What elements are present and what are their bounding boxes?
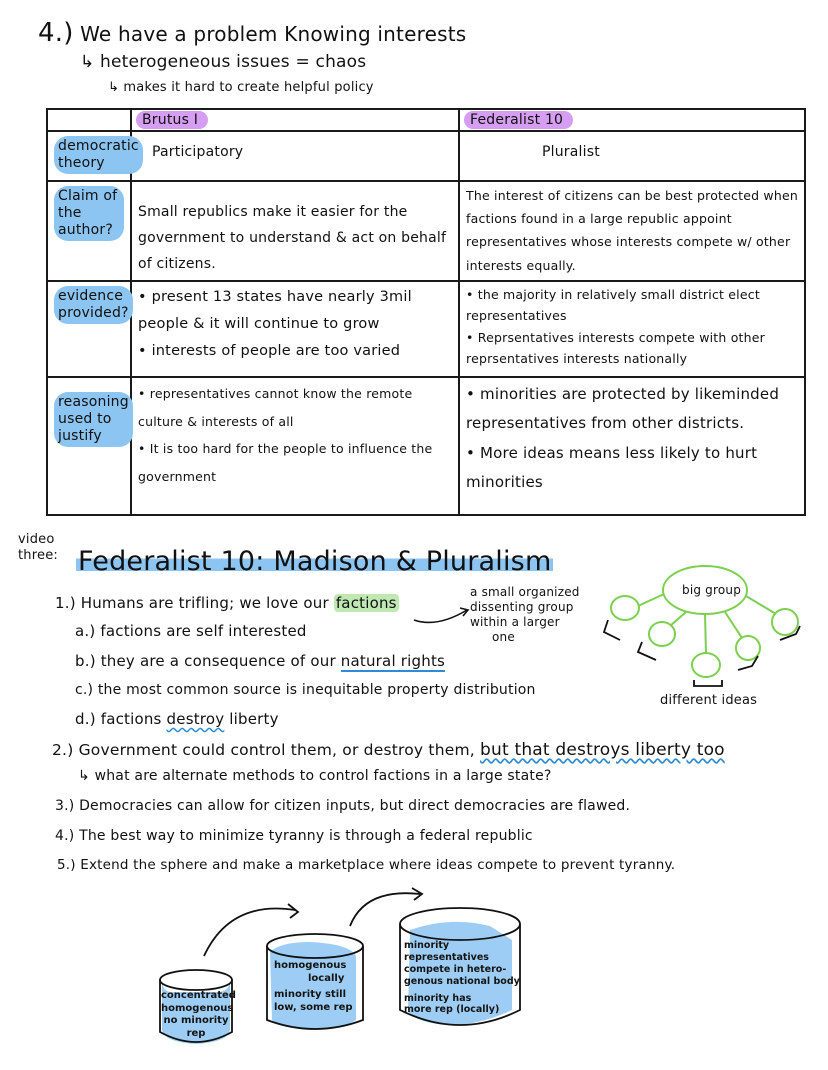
brutus-evidence-2: interests of people are too varied [138,338,452,365]
item-1c: c.) the most common source is inequitabl… [75,682,536,698]
item-1b: b.) they are a consequence of our natura… [75,652,446,672]
item-2: 2.) Government could control them, or de… [52,740,725,760]
cylinder-line: minority representatives [404,940,489,963]
cylinder-line: genous national body [404,975,520,987]
federalist-reasoning-1: minorities are protected by likeminded r… [466,380,798,439]
cylinder-line: homogenous [274,960,347,971]
item-4: 4.) The best way to minimize tyranny is … [55,828,533,844]
cylinder-3-text: minority representatives compete in hete… [404,940,520,1016]
brutus-header-label: Brutus I [136,111,209,130]
item-1d: d.) factions destroy liberty [75,710,279,728]
item-1d-text: d.) factions [75,710,162,728]
federalist-claim: The interest of citizens can be best pro… [466,188,798,273]
item-1b-text: b.) they are a consequence of our [75,652,336,670]
diagram-caption: different ideas [660,693,758,708]
item-1a: a.) factions are self interested [75,622,307,640]
cylinder-line: minority still [274,989,346,1000]
note-4-line: 4.) We have a problem Knowing interests [38,18,466,48]
definition-line: one [492,630,515,644]
brutus-cell: Participatory [130,130,460,183]
big-group-diagram [602,565,801,687]
cylinder-line: compete in hetero- [404,963,507,975]
federalist-evidence-2: Reprsentatives interests compete with ot… [466,327,798,370]
row-label: evidence provided? [54,286,133,324]
definition-arrow-icon [413,607,470,624]
item-1-text: 1.) Humans are trifling; we love our [55,594,329,612]
cylinder-2-text: homogenous locally minority still low, s… [274,960,364,1014]
federalist-header-label: Federalist 10 [464,111,574,130]
note-number: 4.) [38,18,74,48]
table-row: Claim of the author? Small republics mak… [46,180,806,283]
brutus-cell: representatives cannot know the remote c… [130,376,460,517]
cylinder-line: rep [186,1027,206,1039]
table-row: democratic theory Participatory Pluralis… [46,130,806,183]
big-group-label: big group [682,583,742,597]
row-label-cell: reasoning used to justify [46,376,133,517]
row-label: reasoning used to justify [54,392,133,447]
federalist-cell: the majority in relatively small distric… [458,280,806,379]
section-title-text: Federalist 10: Madison & Pluralism [76,546,554,577]
destroys-liberty-wavy: but that destroys liberty too [480,740,725,760]
header-empty-cell [46,107,132,133]
item-1: 1.) Humans are trifling; we love our fac… [55,594,399,612]
note-sub-1: ↳ heterogeneous issues = chaos [80,52,367,72]
table-row: reasoning used to justify representative… [46,376,806,517]
cylinder-line: low, some rep [274,1001,353,1013]
row-label-cell: Claim of the author? [46,180,132,283]
brutus-claim: Small republics make it easier for the g… [138,204,447,272]
definition-line: a small organized [470,585,580,599]
cylinder-line: locally [308,972,345,984]
cylinder-line: homogenous [161,1002,234,1014]
comparison-table: Brutus I Federalist 10 democratic theory… [46,107,806,517]
brutus-reasoning-2: It is too hard for the people to influen… [138,435,452,490]
note-sub-2: ↳ makes it hard to create helpful policy [108,80,374,95]
header-federalist: Federalist 10 [458,107,806,133]
section-title: Federalist 10: Madison & Pluralism [76,546,554,577]
header-brutus: Brutus I [130,107,460,133]
factions-highlight: factions [333,594,399,612]
brutus-cell: present 13 states have nearly 3mil peopl… [130,280,460,379]
brutus-evidence-1: present 13 states have nearly 3mil peopl… [138,284,452,338]
definition-line: within a larger [470,615,560,629]
item-1d-suffix: liberty [229,710,279,728]
row-label: democratic theory [54,136,143,174]
cylinder-diagram [159,887,521,1044]
federalist-evidence-1: the majority in relatively small distric… [466,284,798,327]
faction-definition: a small organized dissenting group withi… [470,585,580,645]
table-row: evidence provided? present 13 states hav… [46,280,806,379]
definition-line: dissenting group [470,600,574,614]
cylinder-line: more rep (locally) [404,1004,500,1016]
cylinder-line: concentrated [161,990,236,1001]
brutus-theory: Participatory [152,144,244,161]
video-label: video three: [18,532,58,563]
federalist-cell: The interest of citizens can be best pro… [458,180,806,283]
federalist-cell: minorities are protected by likeminded r… [458,376,806,517]
cylinder-line: minority has [404,992,472,1004]
brutus-cell: Small republics make it easier for the g… [130,180,460,283]
item-2-text: 2.) Government could control them, or de… [52,741,475,759]
note-text: We have a problem Knowing interests [80,22,467,46]
row-label-cell: democratic theory [46,130,143,183]
destroy-wavy-underline: destroy [166,710,225,728]
row-label: Claim of the author? [54,186,124,241]
natural-rights-underlined: natural rights [340,652,446,672]
federalist-cell: Pluralist [458,130,806,183]
item-5: 5.) Extend the sphere and make a marketp… [57,857,676,873]
federalist-theory: Pluralist [542,144,600,161]
item-2-sub: ↳ what are alternate methods to control … [78,768,552,784]
table-header-row: Brutus I Federalist 10 [46,107,806,133]
brutus-reasoning-1: representatives cannot know the remote c… [138,380,452,435]
cylinder-1-text: concentrated homogenous no minority rep [161,990,236,1040]
row-label-cell: evidence provided? [46,280,133,379]
federalist-reasoning-2: More ideas means less likely to hurt min… [466,439,798,498]
cylinder-line: no minority [163,1015,229,1026]
item-3: 3.) Democracies can allow for citizen in… [55,798,631,814]
